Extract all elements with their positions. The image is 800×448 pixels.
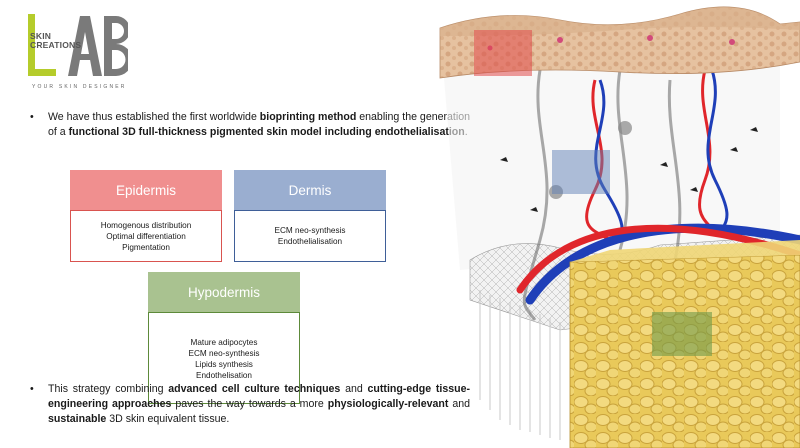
bullet-dot: • [30,383,34,395]
list-item: Optimal differentiation [106,231,186,241]
bold-segment: functional 3D full-thickness pigmented s… [68,126,465,138]
bullet-paragraph-1: • We have thus established the first wor… [30,110,470,140]
epidermis-list: Homogenous distribution Optimal differen… [70,210,222,262]
hypodermis-box: Hypodermis Mature adipocytes ECM neo-syn… [148,272,300,404]
text-segment: 3D skin equivalent tissue. [106,413,230,425]
hypodermis-title: Hypodermis [148,272,300,312]
list-item: ECM neo-synthesis [188,349,260,358]
text-segment: This strategy combining [48,383,169,395]
bold-segment: advanced cell culture techniques [168,383,341,395]
skin-model-illustration [439,6,800,448]
text-segment: and [340,383,368,395]
lab-logo-mark [28,14,128,76]
list-item: Lipids synthesis [195,360,253,369]
bullet-dot: • [30,111,34,123]
hypodermis-highlight [652,312,712,356]
hypodermis-list: Mature adipocytes ECM neo-synthesis Lipi… [148,312,300,404]
list-item: Pigmentation [122,242,170,252]
list-item: Endothelisation [196,371,252,380]
company-logo: SKIN CREATIONS YOUR SKIN DESIGNER [28,14,138,100]
text-segment: and [448,398,471,410]
dermis-list: ECM neo-synthesis Endothelialisation [234,210,386,262]
text-segment: enabling the generation of a [48,111,470,138]
list-item: Endothelialisation [277,237,343,246]
text-segment: We have thus established the first world… [48,111,260,123]
bold-segment: bioprinting method [259,111,357,123]
logo-skin-creations: SKIN CREATIONS [30,32,81,50]
bold-segment: physiologically-relevant [327,398,449,410]
list-item: Homogenous distribution [100,220,192,230]
logo-skin-text: SKIN [30,31,52,41]
list-item: ECM neo-synthesis [274,226,346,235]
dermis-box: Dermis ECM neo-synthesis Endothelialisat… [234,170,386,262]
bullet-text-1: We have thus established the first world… [48,110,470,140]
epidermis-box: Epidermis Homogenous distribution Optima… [70,170,222,262]
dermis-highlight [552,150,610,194]
text-segment: paves the way towards a more [171,398,328,410]
bold-segment: sustainable [48,413,107,425]
logo-tagline: YOUR SKIN DESIGNER [32,84,127,90]
epidermis-highlight [474,30,532,76]
bullet-text-2: This strategy combining advanced cell cu… [48,382,470,427]
dermis-title: Dermis [234,170,386,210]
bold-segment: cutting-edge tissue-engineering approach… [48,383,470,410]
list-item: Mature adipocytes [190,338,258,347]
bullet-paragraph-2: • This strategy combining advanced cell … [30,382,470,427]
logo-creations-text: CREATIONS [30,40,82,50]
epidermis-title: Epidermis [70,170,222,210]
